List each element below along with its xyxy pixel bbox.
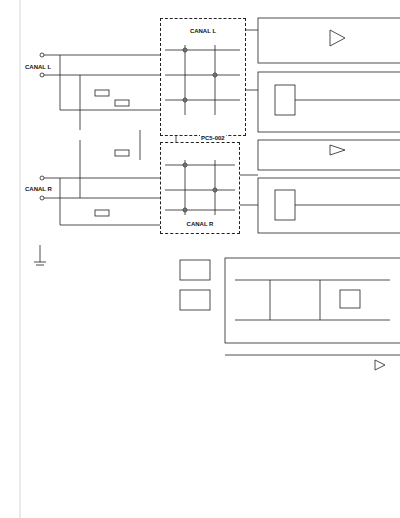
switch-group-box: CANAL L xyxy=(160,18,246,136)
input-wiring xyxy=(34,53,160,265)
group-title: CANAL R xyxy=(185,221,216,227)
switch-group-box: CANAL R xyxy=(160,142,240,234)
amplifier-panels xyxy=(258,18,400,233)
schematic-label: CANAL R xyxy=(24,186,53,192)
page-edge xyxy=(20,0,21,518)
schematic-label: CANAL L xyxy=(24,64,52,70)
schematic-label: PC5-002 xyxy=(200,135,226,141)
power-circuit xyxy=(180,258,400,370)
switch-wiring xyxy=(165,30,258,215)
group-title: CANAL L xyxy=(188,28,218,34)
